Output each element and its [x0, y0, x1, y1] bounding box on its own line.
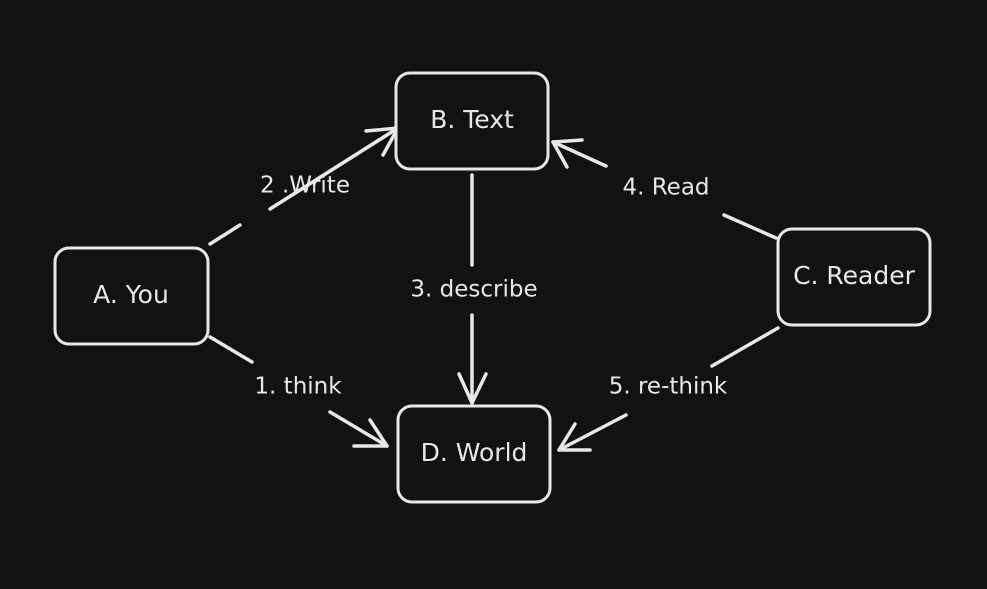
node-world-label: D. World [421, 438, 528, 467]
edge-rethink: 5. re-think [557, 326, 780, 452]
node-reader[interactable]: C. Reader [776, 227, 932, 327]
edge-describe-arrowhead [457, 372, 488, 405]
edge-write-line-1 [208, 223, 242, 246]
edge-read-arrowhead [551, 138, 584, 169]
edge-write: 2 .Write [208, 126, 400, 246]
edge-rethink-arrowhead [557, 422, 592, 452]
edge-read: 4. Read [551, 138, 778, 240]
edge-read-label: 4. Read [622, 175, 709, 201]
edge-think-line-1 [208, 335, 254, 364]
edge-rethink-line-2 [557, 413, 628, 452]
edge-write-label: 2 .Write [260, 173, 350, 199]
node-you[interactable]: A. You [53, 246, 210, 346]
node-text[interactable]: B. Text [394, 71, 550, 171]
edge-write-line-2 [268, 126, 400, 211]
node-you-box [53, 246, 210, 346]
edge-read-line-1 [722, 213, 778, 240]
node-text-label: B. Text [430, 105, 514, 134]
edge-describe: 3. describe [410, 173, 538, 405]
edge-rethink-line-1 [710, 326, 780, 368]
node-world-box [396, 404, 552, 504]
node-reader-box [776, 227, 932, 327]
node-you-label: A. You [93, 280, 169, 309]
edge-think-arrowhead [352, 418, 389, 448]
edge-think-line-2 [328, 410, 389, 448]
edge-describe-label: 3. describe [410, 277, 537, 303]
edge-rethink-label: 5. re-think [609, 374, 728, 400]
node-reader-label: C. Reader [793, 261, 916, 290]
edge-think-label: 1. think [254, 374, 342, 400]
node-text-box [394, 71, 550, 171]
edge-think: 1. think [208, 335, 389, 448]
edge-read-line-2 [551, 140, 608, 168]
node-world[interactable]: D. World [396, 404, 552, 504]
